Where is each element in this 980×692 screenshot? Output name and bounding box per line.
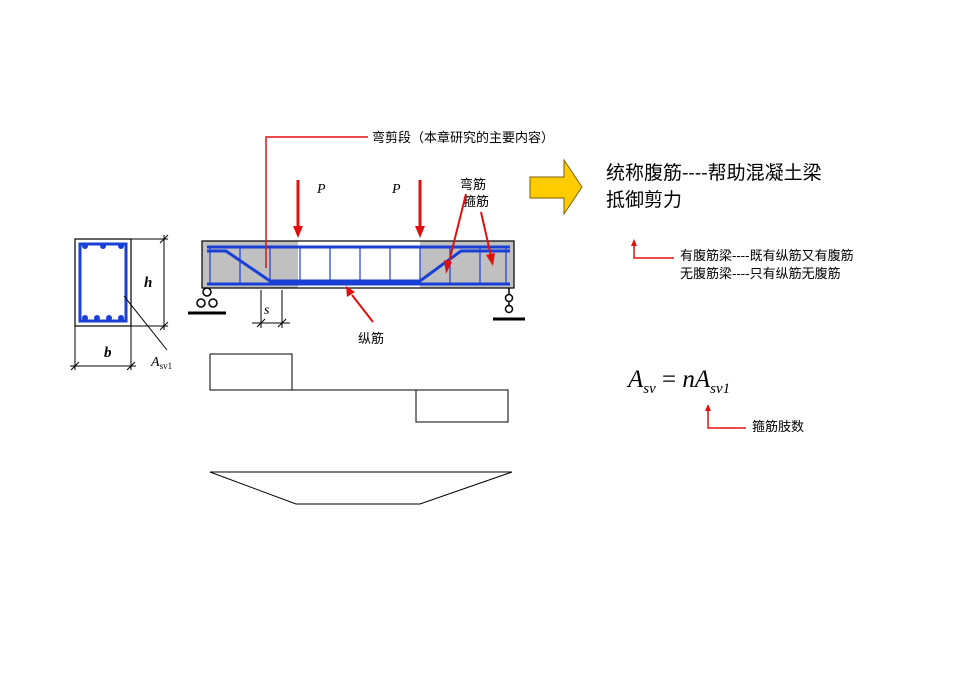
- longitudinal-bar-label: 纵筋: [358, 331, 384, 347]
- legs-note-arrow: [705, 404, 746, 429]
- section-bars: [82, 243, 124, 321]
- longitudinal-bars: [207, 245, 510, 286]
- beam-outline: [201, 240, 515, 289]
- shear-segment-label: 弯剪段（本章研究的主要内容）: [372, 130, 554, 146]
- shear-force-diagram: [209, 353, 509, 423]
- stirrup-area-leader: [123, 295, 168, 351]
- formula-rhs-n: n: [682, 366, 695, 393]
- callout-arrow: [529, 158, 583, 216]
- beam-elevation: [201, 240, 515, 289]
- stirrups: [209, 247, 507, 284]
- bent-bars: [207, 249, 510, 283]
- section-outline: [74, 238, 132, 327]
- spacing-dimension: [252, 290, 290, 328]
- stirrup-area-label: Asv1: [150, 355, 172, 371]
- load-arrows: [293, 180, 425, 238]
- without-web-note: 无腹筋梁----只有纵筋无腹筋: [680, 267, 841, 282]
- formula-lhs-sub: sv: [643, 381, 656, 397]
- width-dimension: [70, 326, 136, 371]
- spacing-label: s: [264, 303, 270, 318]
- height-label: h: [144, 275, 152, 291]
- shear-segment-leader: [265, 136, 368, 268]
- formula-lhs-base: A: [628, 366, 644, 393]
- stirrup-area-formula: Asv = nAsv1: [628, 366, 730, 398]
- stirrup-label: 箍筋: [463, 194, 489, 210]
- stirrup-legs-note: 箍筋肢数: [752, 420, 805, 435]
- longitudinal-bar-arrow: [346, 286, 374, 323]
- width-label: b: [104, 345, 112, 361]
- formula-rhs-base: A: [694, 366, 711, 393]
- section-stirrup: [78, 242, 128, 323]
- right-shear-zone: [420, 241, 514, 288]
- with-web-note-arrow: [631, 239, 674, 259]
- formula-equals: =: [662, 366, 677, 393]
- bent-bar-arrow: [444, 193, 467, 274]
- right-support: [493, 288, 525, 321]
- with-web-note: 有腹筋梁----既有纵筋又有腹筋: [680, 249, 854, 264]
- load-label-2: P: [391, 182, 401, 197]
- bending-moment-diagram: [209, 471, 513, 505]
- formula-rhs-sub: sv1: [710, 381, 731, 397]
- bent-bar-label: 弯筋: [460, 177, 486, 193]
- height-dimension: [131, 234, 169, 331]
- web-reinforcement-title-line1: 统称腹筋----帮助混凝土梁: [606, 162, 822, 184]
- stirrup-arrow: [480, 211, 495, 266]
- load-label-1: P: [316, 182, 326, 197]
- cross-section: h b Asv1: [70, 234, 172, 371]
- web-reinforcement-title-line2: 抵御剪力: [606, 189, 683, 211]
- left-support: [188, 287, 226, 315]
